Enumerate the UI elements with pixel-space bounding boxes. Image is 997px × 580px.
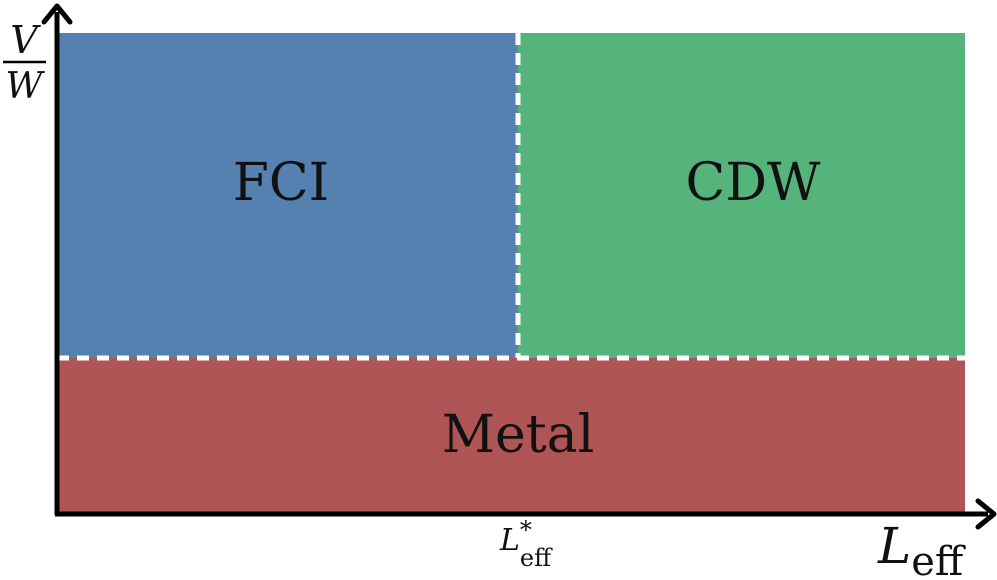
y-axis-label-denominator: W [5, 66, 45, 107]
y-axis-label-numerator: V [10, 18, 41, 62]
critical-tick-label: L*eff [499, 516, 553, 572]
region-label-metal: Metal [442, 405, 595, 465]
region-label-fci: FCI [233, 153, 329, 213]
y-axis-arrowhead [41, 3, 73, 25]
region-metal [57, 358, 965, 512]
region-cdw [518, 33, 965, 358]
x-axis-label: Leff [877, 517, 966, 580]
x-axis-arrowhead [975, 498, 997, 530]
region-label-cdw: CDW [686, 153, 821, 213]
region-fci [57, 33, 518, 358]
